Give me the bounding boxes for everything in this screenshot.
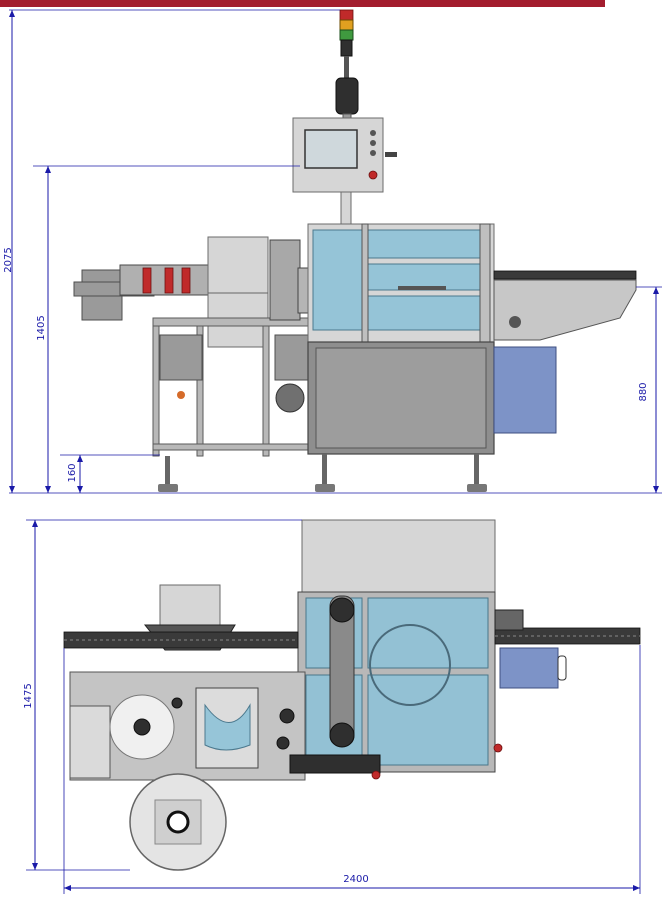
dimension-total-height: 2075 [3,9,340,493]
main-cabinet [307,223,501,455]
dimension-table-height: 880 [636,286,662,493]
dimension-panel-height: 1405 [33,165,300,493]
dimension-label-1475: 1475 [23,683,34,708]
dimension-depth: 1475 [23,519,302,871]
dimension-label-1405: 1405 [36,315,47,340]
dimension-label-880: 880 [638,382,649,401]
label-roll-icon [129,773,227,871]
drive-unit-top [494,609,567,689]
labeler-base-plate [69,671,306,781]
hmi-control-panel [292,117,397,193]
signal-tower-icon [335,9,359,115]
header-accent-bar [0,0,605,7]
machine-legs [158,454,487,492]
electrical-box [493,346,557,434]
dimension-label-2400: 2400 [343,874,368,885]
label-hopper [159,584,221,626]
top-view: 1475 2400 [23,519,641,894]
dimension-label-2075: 2075 [3,247,14,272]
labeler-frame [73,236,357,457]
dimension-label-160: 160 [67,463,78,482]
dimension-length: 2400 [63,645,641,894]
dimension-foot-height: 160 [60,454,160,493]
front-view: 2075 1405 160 880 [3,9,662,494]
conveyor-top [63,627,641,649]
guard-top-view [297,591,496,773]
conveyor-front [493,270,637,341]
